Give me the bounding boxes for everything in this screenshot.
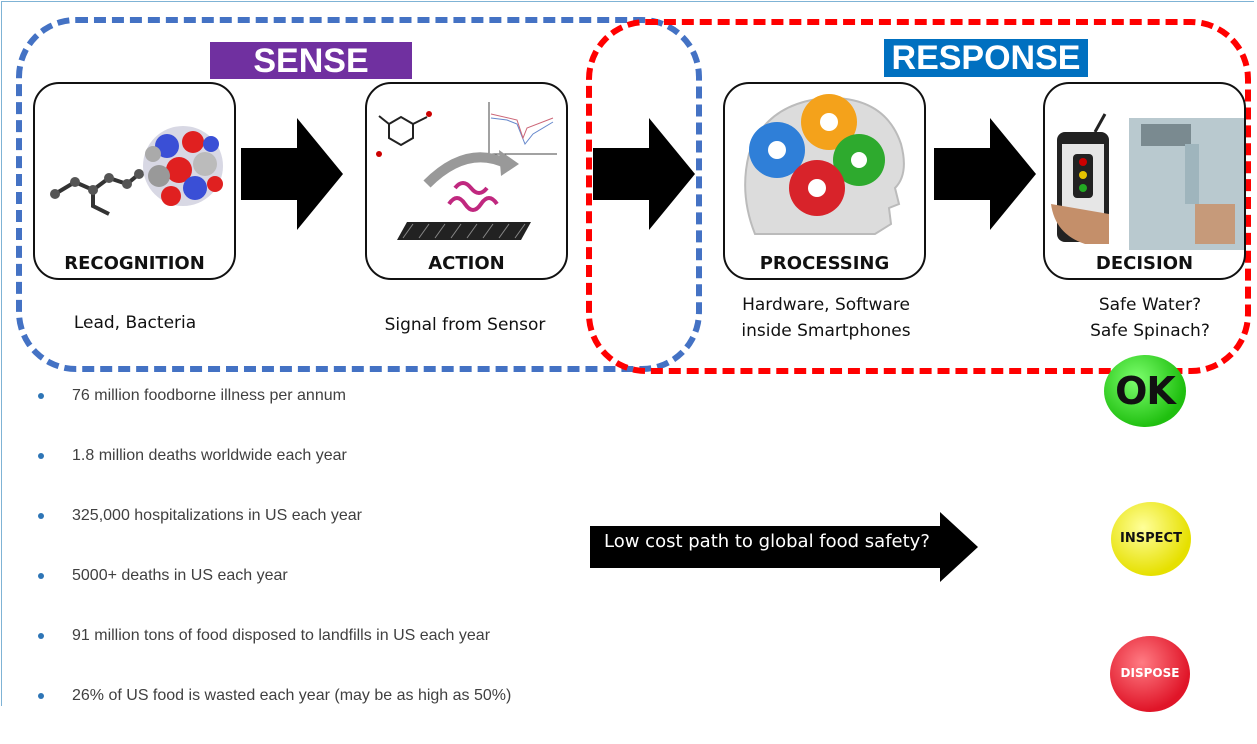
decision-card: DECISION	[1043, 82, 1246, 280]
decision-caption: Safe Water? Safe Spinach?	[1060, 292, 1240, 344]
list-item-text: 325,000 hospitalizations in US each year	[72, 507, 362, 524]
caption-line: Hardware, Software	[742, 295, 910, 315]
arrow-right-icon	[934, 118, 1036, 230]
response-banner: RESPONSE	[884, 39, 1088, 77]
caption-line: Lead, Bacteria	[73, 313, 197, 333]
cost-path-arrow-icon	[590, 512, 978, 582]
recognition-label: RECOGNITION	[64, 253, 205, 274]
list-item: 5000+ deaths in US each year	[36, 564, 596, 624]
response-region-border	[586, 19, 1251, 374]
cost-path-text: Low cost path to global food safety?	[604, 531, 930, 552]
list-item: 325,000 hospitalizations in US each year	[36, 504, 596, 564]
action-card: ACTION	[365, 82, 568, 280]
dispose-status-badge: DISPOSE	[1110, 636, 1190, 712]
bullet-icon	[38, 693, 44, 699]
list-item-text: 91 million tons of food disposed to land…	[72, 627, 491, 644]
statistics-list: 76 million foodborne illness per annum 1…	[36, 384, 596, 744]
action-label: ACTION	[428, 253, 505, 274]
arrow-right-icon	[241, 118, 343, 230]
list-item-text: 76 million foodborne illness per annum	[72, 387, 346, 404]
bullet-icon	[38, 393, 44, 399]
list-item-text: 1.8 million deaths worldwide each year	[72, 447, 347, 464]
list-item: 76 million foodborne illness per annum	[36, 384, 596, 444]
decision-label: DECISION	[1095, 253, 1194, 274]
recognition-card: RECOGNITION	[33, 82, 236, 280]
processing-card: PROCESSING	[723, 82, 926, 280]
list-item: 26% of US food is wasted each year (may …	[36, 684, 596, 744]
caption-line: Safe Water?	[1098, 295, 1202, 315]
sensor-illustration	[376, 102, 557, 240]
sense-banner: SENSE	[210, 42, 412, 80]
processing-caption: Hardware, Software inside Smartphones	[720, 292, 932, 344]
slide-frame	[1, 1, 1254, 706]
list-item-text: 5000+ deaths in US each year	[72, 567, 288, 584]
caption-line: inside Smartphones	[741, 321, 911, 341]
list-item: 1.8 million deaths worldwide each year	[36, 444, 596, 504]
ok-status-badge: OK	[1104, 355, 1186, 427]
molecule-illustration	[50, 126, 223, 216]
list-item: 91 million tons of food disposed to land…	[36, 624, 596, 684]
caption-line: Safe Spinach?	[1090, 321, 1210, 341]
caption-line: Signal from Sensor	[384, 315, 546, 335]
brain-gears-illustration	[744, 94, 905, 235]
processing-label: PROCESSING	[759, 253, 890, 274]
arrow-right-icon	[593, 118, 695, 230]
recognition-caption: Lead, Bacteria	[40, 310, 230, 336]
bullet-icon	[38, 513, 44, 519]
inspect-status-badge: INSPECT	[1111, 502, 1191, 576]
sense-region-border	[16, 17, 702, 372]
bullet-icon	[38, 633, 44, 639]
bullet-icon	[38, 573, 44, 579]
bullet-icon	[38, 453, 44, 459]
action-caption: Signal from Sensor	[360, 312, 570, 338]
list-item-text: 26% of US food is wasted each year (may …	[72, 687, 512, 704]
smartphone-water-illustration	[1051, 113, 1244, 250]
